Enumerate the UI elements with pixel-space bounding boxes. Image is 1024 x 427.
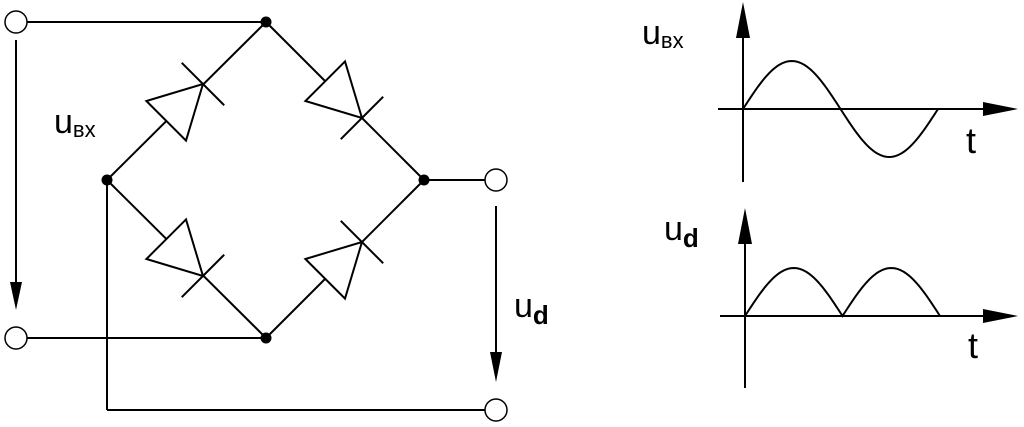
output-voltage-sub: d (533, 300, 549, 330)
diode-lower-right (303, 220, 384, 301)
graph1-x-arrow (983, 102, 1018, 116)
graph2-y-arrow (738, 208, 752, 244)
graph1-time-label: t (966, 120, 976, 161)
diode-upper-right (303, 59, 384, 140)
input-sine-wave (742, 59, 939, 159)
output-voltage-arrow (490, 206, 502, 382)
input-voltage-label: uвх (54, 103, 96, 142)
node-bottom (260, 332, 272, 344)
output-terminal-top (484, 168, 508, 192)
input-terminal-bottom (4, 326, 28, 350)
graph1-voltage-sub: вх (661, 28, 684, 53)
graph1-y-arrow (736, 2, 750, 38)
output-voltage-main: u (514, 287, 533, 325)
node-left (101, 174, 113, 186)
bridge-rectifier-circuit: uвх ud (4, 10, 549, 422)
graph1-voltage-label: uвх (642, 14, 684, 53)
graph2-voltage-sub: d (683, 223, 699, 253)
output-voltage-label: ud (514, 287, 549, 330)
input-voltage-sub: вх (73, 117, 96, 142)
node-right (418, 174, 430, 186)
diode-upper-left (144, 62, 225, 143)
output-terminal-bottom (484, 398, 508, 422)
output-voltage-graph: ud t (664, 208, 1018, 388)
node-top (260, 16, 272, 28)
graph2-voltage-label: ud (664, 210, 699, 253)
graph1-voltage-main: u (642, 14, 661, 52)
rectified-wave (744, 266, 941, 318)
graph2-x-arrow (983, 309, 1018, 323)
input-voltage-main: u (54, 103, 73, 141)
input-voltage-arrow (10, 40, 22, 310)
input-voltage-graph: uвх t (642, 2, 1018, 182)
graph2-voltage-main: u (664, 210, 683, 248)
graph2-time-label: t (968, 325, 978, 366)
input-terminal-top (4, 10, 28, 34)
diode-lower-left (144, 217, 225, 298)
